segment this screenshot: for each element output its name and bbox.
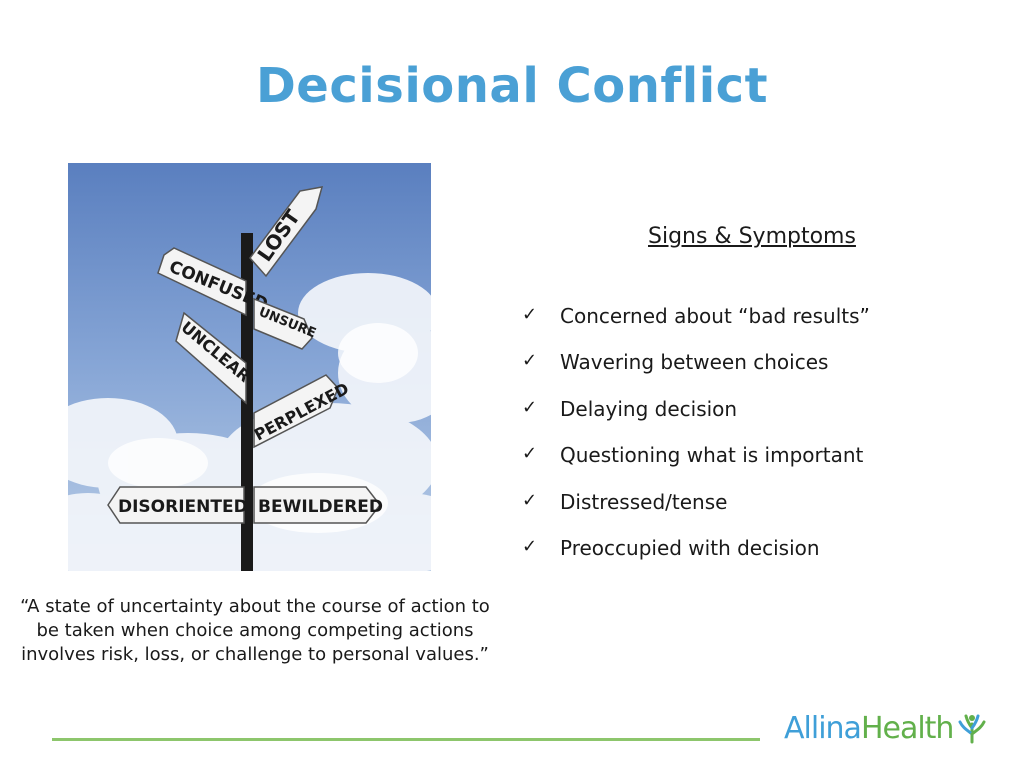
list-item: ✓ Wavering between choices	[522, 350, 870, 396]
symptom-text: Preoccupied with decision	[560, 535, 820, 560]
definition-quote: “A state of uncertainty about the course…	[20, 596, 490, 665]
checkmark-icon: ✓	[522, 489, 538, 511]
symptom-text: Questioning what is important	[560, 443, 864, 468]
leaf-logo-icon	[958, 714, 986, 744]
checkmark-icon: ✓	[522, 443, 538, 465]
symptoms-list: ✓ Concerned about “bad results” ✓ Waveri…	[522, 304, 870, 582]
slide-title: Decisional Conflict	[255, 58, 769, 114]
brand-name-part1: Allina	[784, 710, 862, 746]
footer-divider	[52, 738, 760, 741]
symptom-text: Delaying decision	[560, 396, 738, 421]
checkmark-icon: ✓	[522, 535, 538, 557]
allina-health-logo: Allina Health	[784, 708, 987, 748]
svg-text:BEWILDERED: BEWILDERED	[258, 497, 383, 517]
symptom-text: Concerned about “bad results”	[560, 304, 870, 328]
list-item: ✓ Concerned about “bad results”	[522, 304, 870, 350]
list-item: ✓ Distressed/tense	[522, 490, 870, 536]
brand-name-part2: Health	[860, 710, 955, 746]
list-item: ✓ Preoccupied with decision	[522, 536, 870, 582]
signs-symptoms-heading: Signs & Symptoms	[648, 224, 856, 249]
list-item: ✓ Questioning what is important	[522, 443, 870, 489]
symptom-text: Wavering between choices	[560, 350, 829, 375]
list-item: ✓ Delaying decision	[522, 397, 870, 443]
sign-disoriented: DISORIENTED	[107, 486, 248, 524]
checkmark-icon: ✓	[522, 304, 538, 325]
checkmark-icon: ✓	[522, 350, 538, 372]
symptom-text: Distressed/tense	[560, 489, 728, 514]
signpost-photo: LOST CONFUSED UNSURE UNCLEAR PERPLEXED D…	[68, 163, 431, 571]
checkmark-icon: ✓	[522, 396, 538, 418]
sign-bewildered: BEWILDERED	[253, 486, 383, 524]
svg-text:DISORIENTED: DISORIENTED	[118, 497, 248, 517]
